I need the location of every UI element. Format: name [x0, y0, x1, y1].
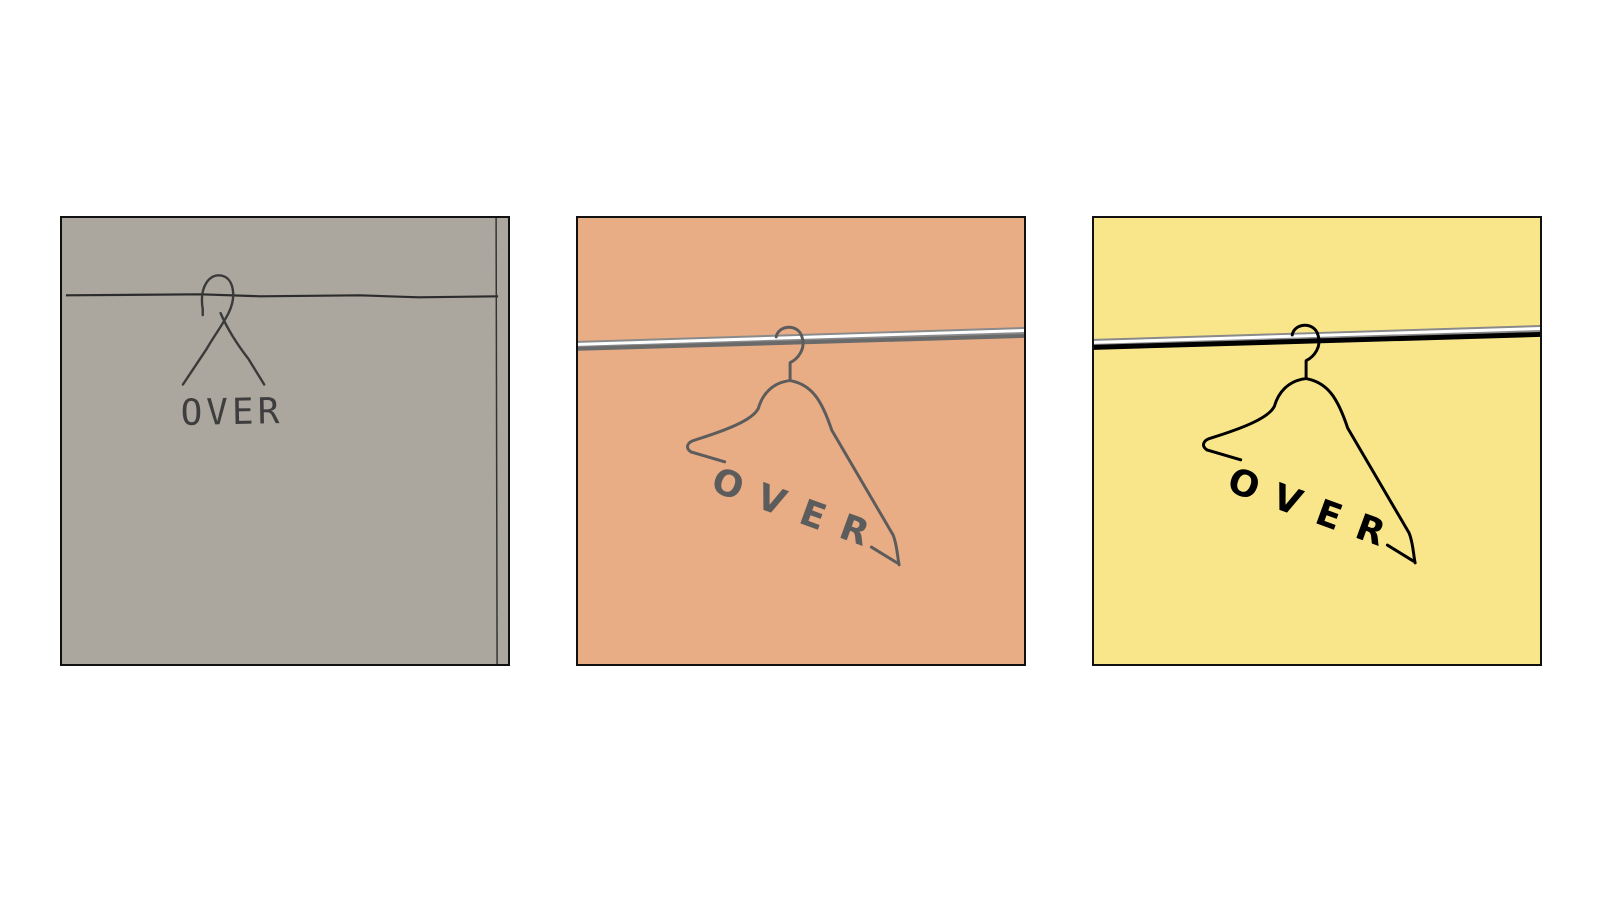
yellow-logo-panel: OVER [1092, 216, 1542, 666]
sketch-over-text: OVER [180, 391, 284, 434]
orange-logo-drawing [578, 325, 1024, 567]
yellow-logo-drawing [1094, 323, 1540, 565]
sketch-rail-line [65, 293, 499, 299]
orange-logo-panel: OVER [576, 216, 1026, 666]
sketch-right-edge-line [495, 218, 498, 664]
hanger-icon [1202, 323, 1417, 565]
hanger-icon [686, 325, 901, 567]
clothes-rail-icon [578, 327, 1024, 351]
hanger-icon [181, 274, 266, 386]
sketch-drawing [62, 218, 508, 664]
sketch-panel: OVER [60, 216, 510, 666]
